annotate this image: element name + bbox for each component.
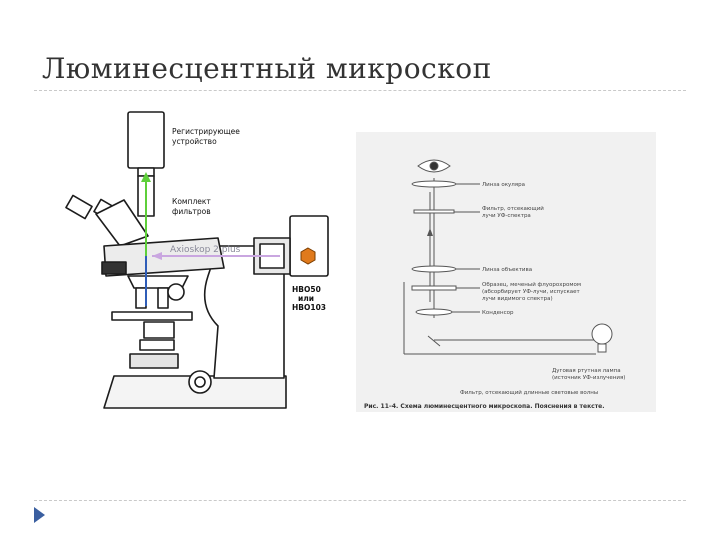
optical-schematic: Линза окуляра Фильтр, отсекающий лучи УФ… [356,132,656,412]
condenser-label: Конденсор [482,310,514,316]
objective-label: Линза объектива [482,267,532,273]
lamp-label: HBO50 или HBO103 [292,285,326,312]
figure-caption: Рис. 11–4. Схема люминесцентного микроск… [364,403,605,410]
lamp-bulb-icon [591,323,613,345]
next-slide-arrow-icon[interactable] [34,507,45,523]
mercury-lamp-icon [300,247,316,265]
exciter-filter-label: Фильтр, отсекающий длинные световые волн… [460,389,598,396]
arc-lamp-label: Дуговая ртутная лампа (источник УФ-излуч… [552,368,625,381]
barrier-filter-label: Фильтр, отсекающий лучи УФ-спектра [482,205,546,219]
filter-set-label: Комплект фильтров [172,197,213,216]
recorder-label: Регистрирующее устройство [172,127,242,146]
footer-divider [34,500,686,501]
eyepiece-label: Линза окуляра [482,182,525,188]
title-divider [34,90,686,91]
brand-label: Axioskop 2 plus [170,245,241,255]
specimen-label: Образец, меченый флуорохромом (абсорбиру… [482,281,583,302]
slide-title: Люминесцентный микроскоп [42,52,492,85]
microscope-illustration: Регистрирующее устройство Комплект фильт… [65,111,329,409]
